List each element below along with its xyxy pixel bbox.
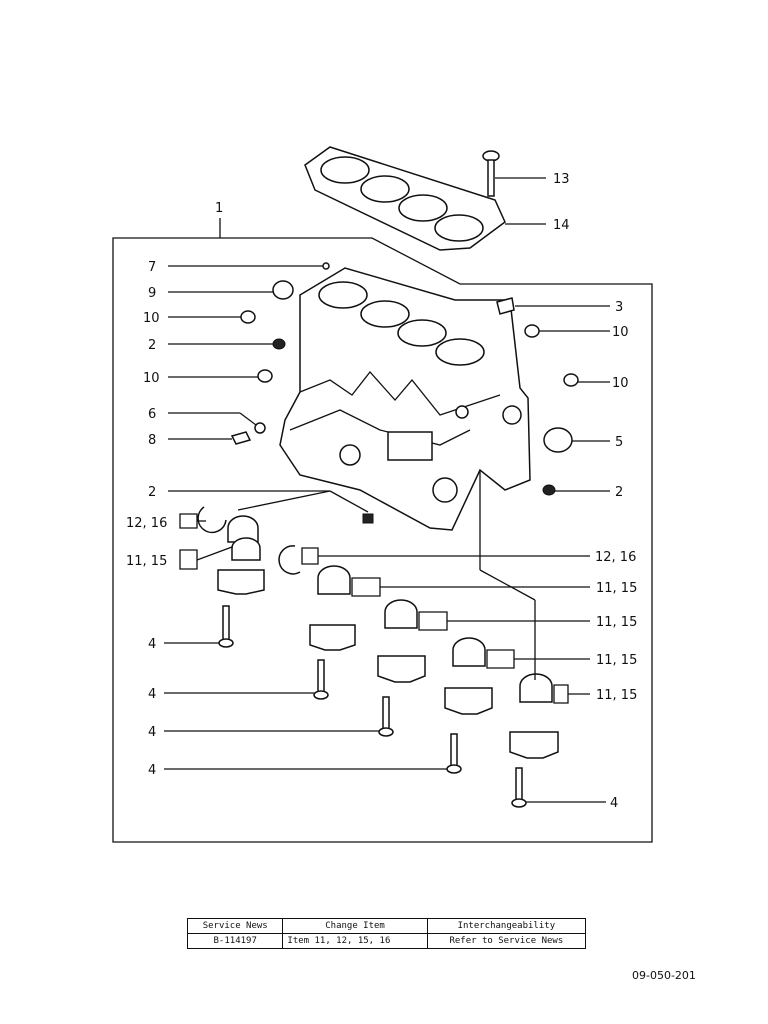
header-change-item: Change Item bbox=[282, 918, 428, 934]
callout-12-16: 12, 16 bbox=[126, 516, 167, 531]
callout-7: 7 bbox=[148, 260, 156, 275]
callout-10: 10 bbox=[143, 371, 160, 386]
bush-5 bbox=[543, 427, 573, 453]
callout-11-15: 11, 15 bbox=[596, 615, 637, 630]
document-number: 09-050-201 bbox=[632, 969, 696, 982]
callout-14: 14 bbox=[553, 218, 570, 233]
plug-2b bbox=[362, 513, 374, 524]
head-bolt bbox=[482, 150, 500, 197]
plug-10b bbox=[257, 369, 273, 383]
callout-5: 5 bbox=[615, 435, 623, 450]
callout-11-15: 11, 15 bbox=[596, 581, 637, 596]
change-item-value: Item 11, 12, 15, 16 bbox=[282, 933, 428, 949]
header-service-news: Service News bbox=[186, 918, 284, 934]
plug-8 bbox=[230, 431, 252, 445]
cylinder-block bbox=[279, 267, 531, 531]
service-news-number: B-114197 bbox=[186, 933, 284, 949]
washer-6 bbox=[254, 422, 266, 434]
plug-10c bbox=[524, 324, 540, 338]
callout-2: 2 bbox=[615, 485, 623, 500]
service-news-table: Service News Change Item Interchangeabil… bbox=[186, 918, 587, 949]
interchangeability-value: Refer to Service News bbox=[426, 933, 587, 949]
plug-10a bbox=[240, 310, 256, 324]
callout-2: 2 bbox=[148, 485, 156, 500]
callout-4: 4 bbox=[148, 725, 156, 740]
callout-11-15: 11, 15 bbox=[126, 554, 167, 569]
callout-10: 10 bbox=[612, 376, 629, 391]
plug-7 bbox=[322, 262, 330, 270]
callout-1: 1 bbox=[215, 201, 223, 216]
callout-13: 13 bbox=[553, 172, 570, 187]
callout-4: 4 bbox=[148, 687, 156, 702]
callout-12-16: 12, 16 bbox=[595, 550, 636, 565]
main-bearing-set bbox=[197, 506, 559, 759]
callout-4: 4 bbox=[148, 763, 156, 778]
callout-3: 3 bbox=[615, 300, 623, 315]
callout-8: 8 bbox=[148, 433, 156, 448]
plug-9 bbox=[272, 280, 294, 300]
head-gasket bbox=[304, 146, 506, 251]
header-interchangeability: Interchangeability bbox=[426, 918, 587, 934]
callout-4: 4 bbox=[148, 637, 156, 652]
callout-11-15: 11, 15 bbox=[596, 688, 637, 703]
callout-2: 2 bbox=[148, 338, 156, 353]
callout-9: 9 bbox=[148, 286, 156, 301]
cap-bolts bbox=[218, 605, 527, 808]
plug-2a bbox=[272, 338, 286, 350]
plug-3 bbox=[496, 297, 515, 315]
callout-10: 10 bbox=[143, 311, 160, 326]
callout-10: 10 bbox=[612, 325, 629, 340]
plug-10d bbox=[563, 373, 579, 387]
callout-6: 6 bbox=[148, 407, 156, 422]
plug-2c bbox=[542, 484, 556, 496]
callout-4: 4 bbox=[610, 796, 618, 811]
callout-11-15: 11, 15 bbox=[596, 653, 637, 668]
